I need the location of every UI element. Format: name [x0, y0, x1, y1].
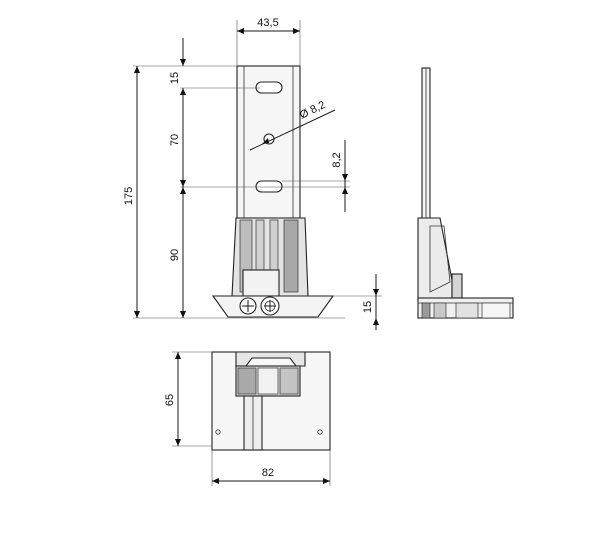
top-view — [211, 351, 331, 451]
top-slot — [255, 81, 283, 94]
plate-hole — [215, 429, 221, 435]
screw-icon — [239, 297, 257, 315]
dim-lower-height: 90 — [169, 249, 181, 261]
screw-icon — [260, 296, 280, 316]
dim-total-height: 175 — [123, 187, 135, 205]
dim-plate-depth: 65 — [164, 394, 176, 406]
side-view — [417, 67, 514, 319]
dim-hole-diameter: Ø 8,2 — [298, 99, 327, 122]
dim-base-height: 15 — [362, 301, 374, 313]
dim-slot-width: 8,2 — [331, 152, 343, 167]
dim-slot-offset: 15 — [169, 72, 181, 84]
lower-slot — [255, 180, 283, 193]
side-clamp — [417, 217, 453, 301]
top-dimensions: 65 82 — [164, 351, 331, 486]
dim-width-top: 43,5 — [257, 17, 278, 29]
plate-hole — [317, 429, 323, 435]
dim-plate-width: 82 — [262, 467, 274, 479]
dim-hole-spacing: 70 — [169, 134, 181, 146]
front-view — [211, 65, 335, 318]
